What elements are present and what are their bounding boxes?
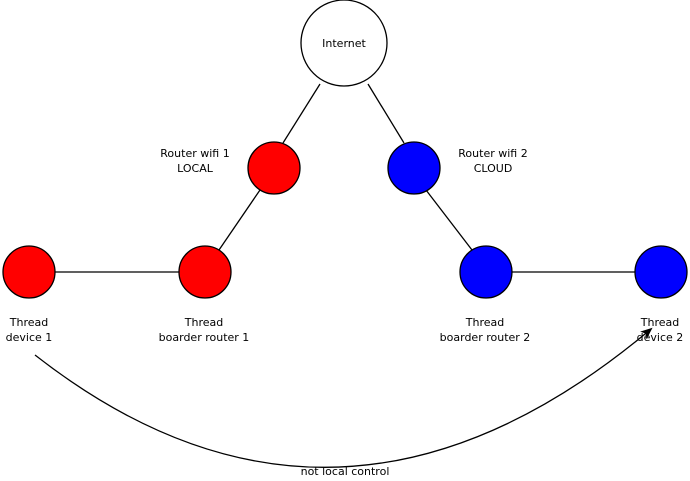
thread-device-1-label-line1: Thread: [9, 316, 48, 329]
router-wifi-1-node: [247, 141, 301, 195]
internet-label: Internet: [322, 37, 366, 50]
router-wifi-1-label-line2: LOCAL: [177, 162, 214, 175]
thread-device-1-node: [2, 245, 56, 299]
internet-node: [300, 0, 388, 87]
router-wifi-2-label-line2: CLOUD: [474, 162, 513, 175]
border-router-2-label-line2: boarder router 2: [440, 331, 531, 344]
router-wifi-1-label-line1: Router wifi 1: [160, 147, 229, 160]
thread-device-1-label-line2: device 1: [6, 331, 53, 344]
thread-device-2-label-line2: device 2: [637, 331, 684, 344]
thread-device-2-node: [634, 245, 688, 299]
thread-device-2-label-line1: Thread: [640, 316, 679, 329]
not-local-control-label: not local control: [301, 465, 390, 478]
border-router-2-label-line1: Thread: [465, 316, 504, 329]
border-router-1-label-line2: boarder router 1: [159, 331, 250, 344]
edge-internet-router-wifi-1: [282, 83, 321, 144]
router-wifi-2-label-line1: Router wifi 2: [458, 147, 527, 160]
border-router-1-node: [178, 245, 232, 299]
edge-router-wifi-2-border-router-2: [425, 189, 473, 251]
border-router-2-node: [459, 245, 513, 299]
border-router-1-label-line1: Thread: [184, 316, 223, 329]
edge-internet-router-wifi-2: [367, 83, 405, 144]
not-local-control-arrow: [34, 327, 653, 468]
router-wifi-2-node: [387, 141, 441, 195]
edge-router-wifi-1-border-router-1: [218, 189, 261, 251]
